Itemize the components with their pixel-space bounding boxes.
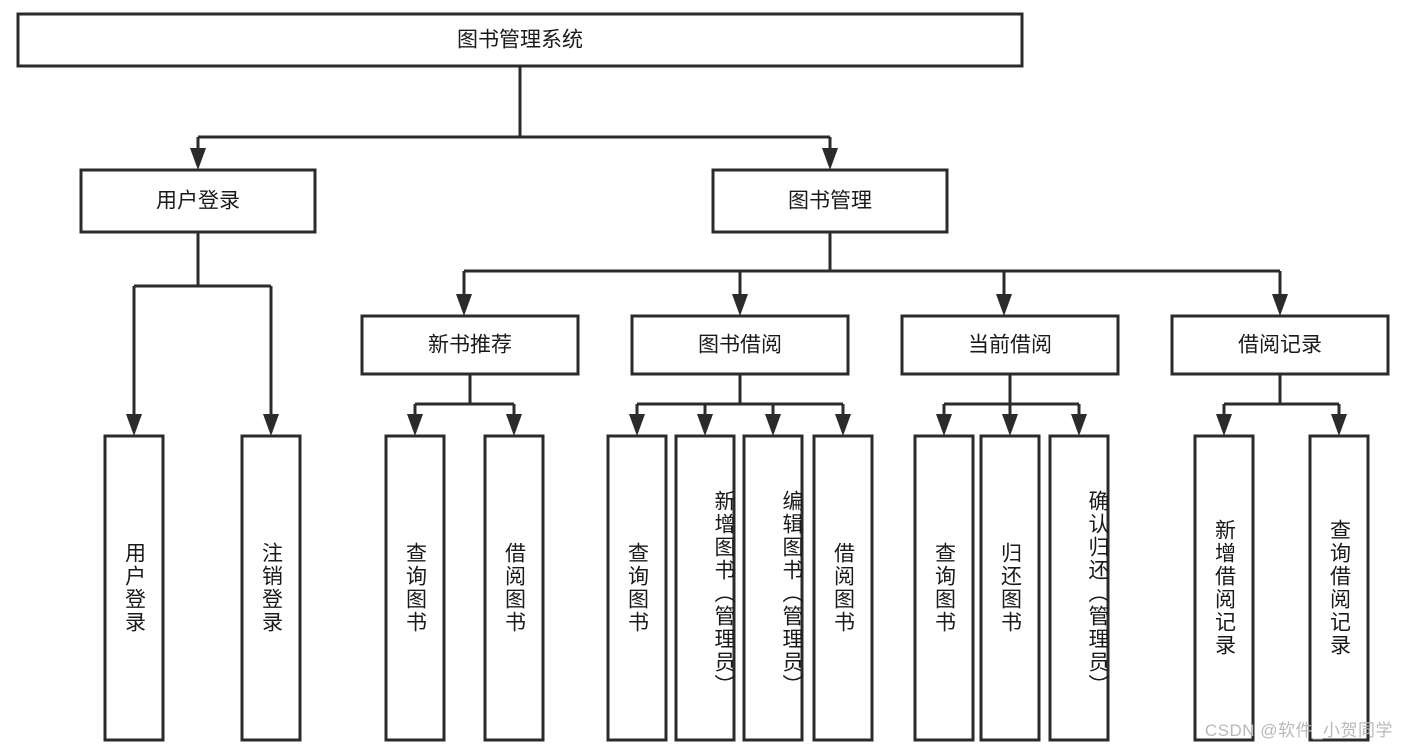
arrow-head-leaf-query-record: [1331, 414, 1347, 436]
arrow-head-borrow-record: [1272, 294, 1288, 316]
leaf-box-query-record[interactable]: [1308, 434, 1370, 742]
arrow-head-leaf-user-login: [126, 414, 142, 436]
arrow-head-leaf-query-book-a: [407, 414, 423, 436]
node-book-mgmt-label: 图书管理: [788, 190, 872, 213]
leaf-box-borrow-book-a[interactable]: [483, 434, 545, 742]
arrow-head-book-mgmt: [822, 148, 838, 170]
arrow-head-leaf-add-book: [697, 414, 713, 436]
arrow-head-leaf-confirm-return: [1071, 414, 1087, 436]
arrow-head-leaf-borrow-book-b: [835, 414, 851, 436]
node-book-mgmt-box[interactable]: [711, 168, 949, 234]
node-borrow-record-box[interactable]: [1170, 314, 1390, 376]
csdn-watermark: CSDN @软件_小贺同学: [1204, 721, 1393, 740]
node-current-borrow-label: 当前借阅: [968, 334, 1052, 357]
node-borrow-record-label: 借阅记录: [1238, 334, 1322, 357]
arrow-head-leaf-query-book-b: [629, 414, 645, 436]
arrow-head-current-borrow: [996, 294, 1012, 316]
leaf-box-query-book-c[interactable]: [913, 434, 975, 742]
node-user-login-label: 用户登录: [156, 190, 240, 213]
node-user-login-box[interactable]: [79, 168, 317, 234]
node-book-borrow-label: 图书借阅: [698, 334, 782, 357]
arrow-head-leaf-query-book-c: [936, 414, 952, 436]
arrow-head-leaf-add-record: [1216, 414, 1232, 436]
node-root-box[interactable]: [16, 12, 1024, 68]
leaf-box-add-book[interactable]: [674, 434, 736, 742]
leaf-box-edit-book[interactable]: [742, 434, 804, 742]
node-root-label: 图书管理系统: [457, 29, 583, 52]
arrow-head-user-login: [190, 148, 206, 170]
arrow-head-leaf-return-book: [1002, 414, 1018, 436]
arrow-head-leaf-edit-book: [765, 414, 781, 436]
arrow-head-leaf-logout: [263, 414, 279, 436]
arrow-head-book-borrow: [732, 294, 748, 316]
leaf-box-logout[interactable]: [240, 434, 302, 742]
leaf-box-query-book-b[interactable]: [606, 434, 668, 742]
leaf-box-return-book[interactable]: [979, 434, 1041, 742]
leaf-box-confirm-return[interactable]: [1048, 434, 1110, 742]
node-book-borrow-box[interactable]: [630, 314, 850, 376]
leaf-box-borrow-book-b[interactable]: [812, 434, 874, 742]
node-current-borrow-box[interactable]: [900, 314, 1120, 376]
node-new-book-label: 新书推荐: [428, 334, 512, 357]
arrow-head-new-book: [456, 294, 472, 316]
leaf-box-add-record[interactable]: [1193, 434, 1255, 742]
node-new-book-box[interactable]: [360, 314, 580, 376]
arrow-head-leaf-borrow-book-a: [506, 414, 522, 436]
leaf-box-query-book-a[interactable]: [384, 434, 446, 742]
leaf-box-user-login[interactable]: [103, 434, 165, 742]
